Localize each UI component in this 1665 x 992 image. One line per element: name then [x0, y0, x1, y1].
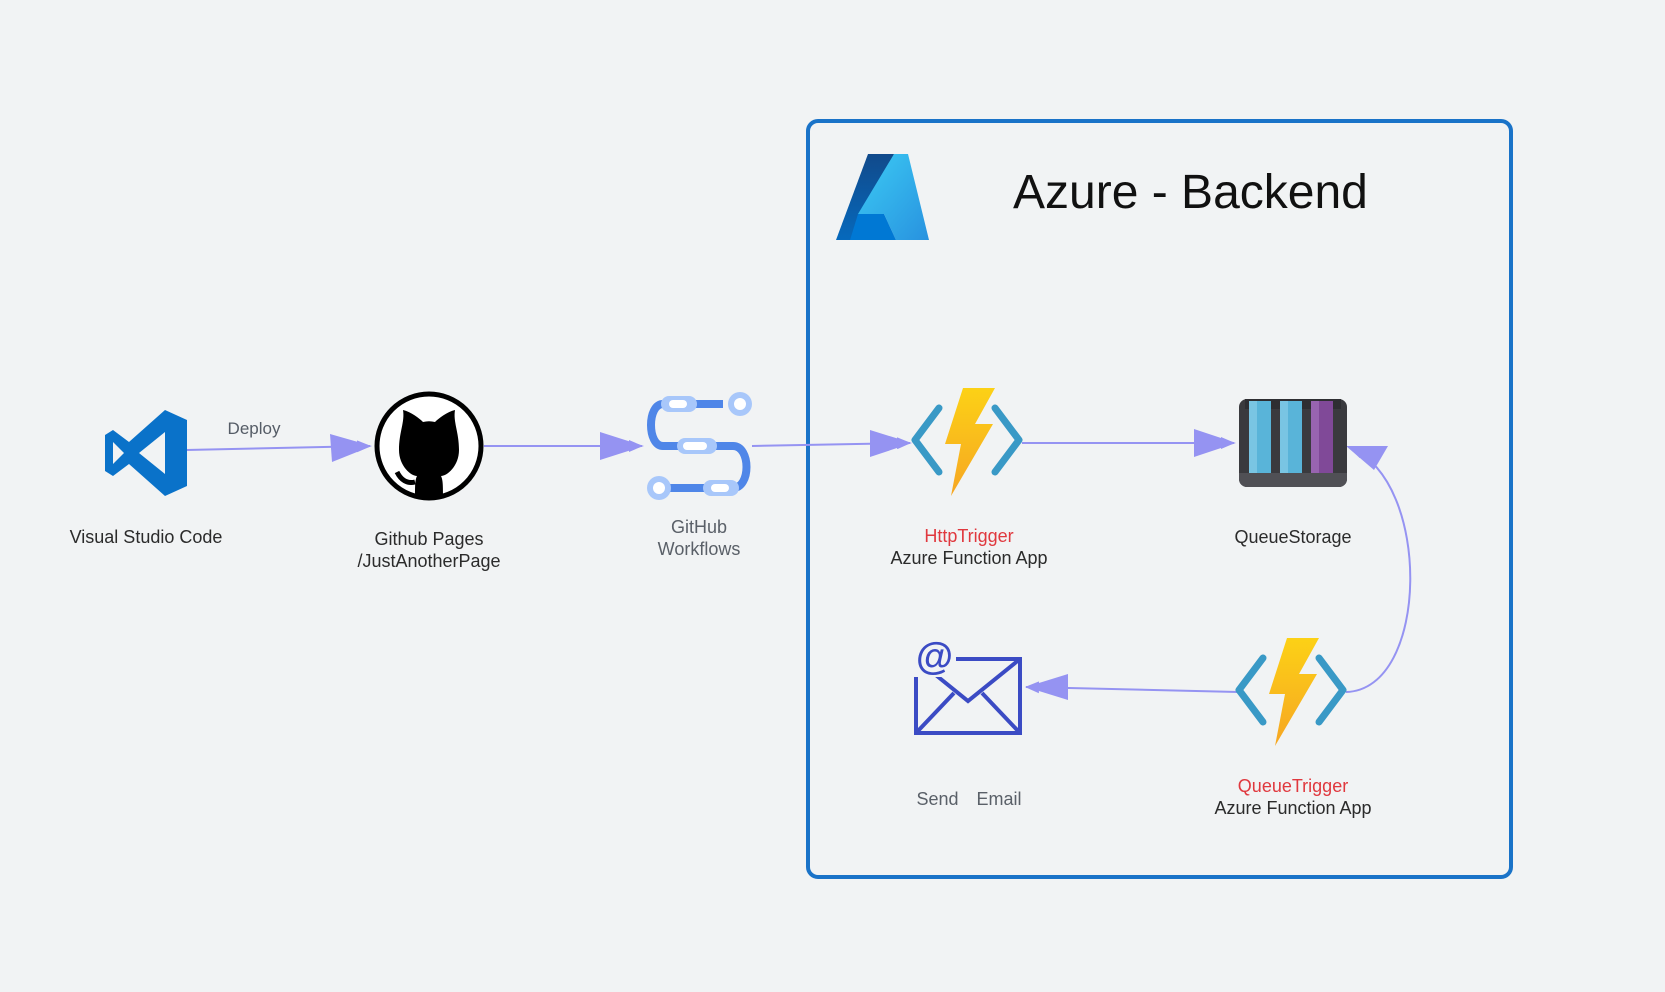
- visual-studio-code-icon: [105, 410, 187, 496]
- vscode-label: Visual Studio Code: [69, 527, 223, 547]
- node-label-http-trigger: HttpTrigger Azure Function App: [890, 525, 1047, 569]
- queue-storage-label: QueueStorage: [1234, 527, 1352, 547]
- send-email-label-word2: Email: [976, 789, 1022, 809]
- azure-function-icon: [911, 388, 1023, 496]
- send-email-label-word1: Send: [916, 789, 959, 809]
- queue-storage-icon: [1239, 399, 1347, 487]
- arrowheads: [330, 429, 1388, 700]
- email-envelope-icon: @: [914, 636, 1022, 735]
- node-label-github-workflows: GitHub Workflows: [658, 516, 741, 560]
- workflows-label-line1: GitHub: [670, 517, 728, 537]
- http-trigger-function-label: Azure Function App: [890, 548, 1048, 568]
- http-trigger-label: HttpTrigger: [924, 526, 1014, 546]
- queue-trigger-function-label: Azure Function App: [1214, 798, 1372, 818]
- workflows-label-line2: Workflows: [657, 539, 741, 559]
- workflow-pipeline-icon: [647, 392, 752, 500]
- github-pages-label-line1: Github Pages: [374, 529, 484, 549]
- github-pages-label-line2: /JustAnotherPage: [357, 551, 501, 571]
- node-label-send-email: Send Email: [916, 788, 1021, 810]
- group-title: Azure - Backend: [1013, 166, 1368, 219]
- azure-logo-icon: [836, 154, 929, 240]
- svg-text:@: @: [916, 636, 953, 678]
- node-label-queue-storage: QueueStorage: [1234, 526, 1351, 548]
- edge-label-deploy: Deploy: [227, 419, 281, 438]
- azure-backend-group: [806, 119, 1513, 879]
- node-label-github-pages: Github Pages /JustAnotherPage: [357, 528, 500, 572]
- azure-function-icon: [1235, 638, 1347, 746]
- queue-trigger-label: QueueTrigger: [1237, 776, 1349, 796]
- node-label-queue-trigger: QueueTrigger Azure Function App: [1214, 775, 1371, 819]
- github-octocat-icon: [374, 391, 484, 501]
- node-label-vscode: Visual Studio Code: [70, 526, 223, 548]
- edge-queue-trigger-to-queue-storage: [1345, 447, 1412, 693]
